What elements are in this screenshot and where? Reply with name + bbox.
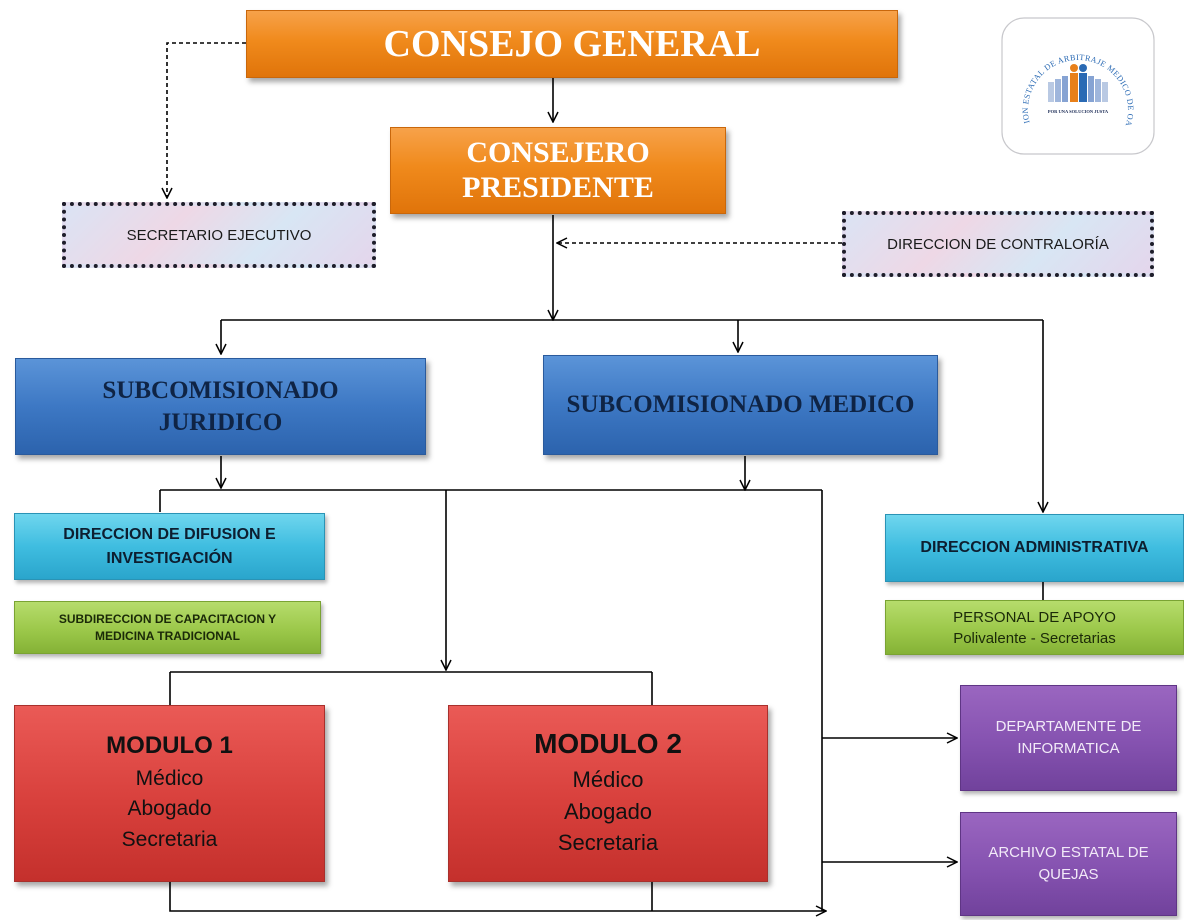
consejero-presidente-line2: PRESIDENTE <box>462 170 654 204</box>
departamento-informatica-line1: DEPARTAMENTE DE <box>995 717 1142 735</box>
modulo-1-abogado: Abogado <box>127 797 212 821</box>
subcomisionado-juridico-box: SUBCOMISIONADO JURIDICO <box>15 358 426 455</box>
modulo-2-title: MODULO 2 <box>534 727 682 759</box>
direccion-difusion-box: DIRECCION DE DIFUSION E INVESTIGACIÓN <box>14 513 325 580</box>
modulo-1-secretaria: Secretaria <box>121 827 218 851</box>
modulo-2-secretaria: Secretaria <box>557 830 659 856</box>
subcomisionado-juridico-line1: SUBCOMISIONADO <box>102 377 339 405</box>
direccion-difusion-line2: INVESTIGACIÓN <box>106 549 233 567</box>
modulo-1-medico: Médico <box>135 766 204 790</box>
direccion-contraloria-label: DIRECCION DE CONTRALORÍA <box>887 235 1109 253</box>
subdireccion-capacitacion-line1: SUBDIRECCION DE CAPACITACION Y <box>58 611 277 626</box>
subcomisionado-medico-label: SUBCOMISIONADO MEDICO <box>566 391 915 419</box>
subdireccion-capacitacion-line2: MEDICINA TRADICIONAL <box>95 628 240 643</box>
subdireccion-capacitacion-box: SUBDIRECCION DE CAPACITACION Y MEDICINA … <box>14 601 321 654</box>
direccion-administrativa-label: DIRECCION ADMINISTRATIVA <box>920 539 1149 557</box>
modulo-2-abogado: Abogado <box>563 798 653 824</box>
departamento-informatica-box: DEPARTAMENTE DE INFORMATICA <box>960 685 1177 791</box>
archivo-quejas-line1: ARCHIVO ESTATAL DE <box>988 843 1149 861</box>
modulo-1-box: MODULO 1 Médico Abogado Secretaria <box>14 705 325 882</box>
personal-apoyo-box: PERSONAL DE APOYO Polivalente - Secretar… <box>885 600 1184 655</box>
consejo-general-box: CONSEJO GENERAL <box>246 10 898 78</box>
departamento-informatica-line2: INFORMATICA <box>1017 740 1120 757</box>
archivo-quejas-box: ARCHIVO ESTATAL DE QUEJAS <box>960 812 1177 916</box>
cearmo-logo: COMISION ESTATAL DE ARBITRAJE MEDICO DE … <box>1000 16 1155 155</box>
logo-tagline: POR UNA SOLUCION JUSTA <box>1048 109 1109 114</box>
subcomisionado-juridico-line2: JURIDICO <box>158 408 283 436</box>
direccion-contraloria-box: DIRECCION DE CONTRALORÍA <box>842 211 1154 277</box>
secretario-ejecutivo-box: SECRETARIO EJECUTIVO <box>62 202 376 268</box>
modulo-1-title: MODULO 1 <box>106 731 233 759</box>
direccion-administrativa-box: DIRECCION ADMINISTRATIVA <box>885 514 1184 582</box>
consejero-presidente-box: CONSEJERO PRESIDENTE <box>390 127 726 214</box>
consejo-general-label: CONSEJO GENERAL <box>383 23 761 65</box>
direccion-difusion-line1: DIRECCION DE DIFUSION E <box>63 526 276 544</box>
modulo-2-medico: Médico <box>572 766 644 792</box>
subcomisionado-medico-box: SUBCOMISIONADO MEDICO <box>543 355 938 455</box>
archivo-quejas-line2: QUEJAS <box>1038 866 1099 883</box>
personal-apoyo-line1: PERSONAL DE APOYO <box>953 608 1116 626</box>
personal-apoyo-line2: Polivalente - Secretarias <box>953 629 1116 647</box>
consejero-presidente-line1: CONSEJERO <box>466 136 650 169</box>
modulo-2-box: MODULO 2 Médico Abogado Secretaria <box>448 705 768 882</box>
people-icon <box>1048 64 1108 102</box>
secretario-ejecutivo-label: SECRETARIO EJECUTIVO <box>126 226 312 244</box>
